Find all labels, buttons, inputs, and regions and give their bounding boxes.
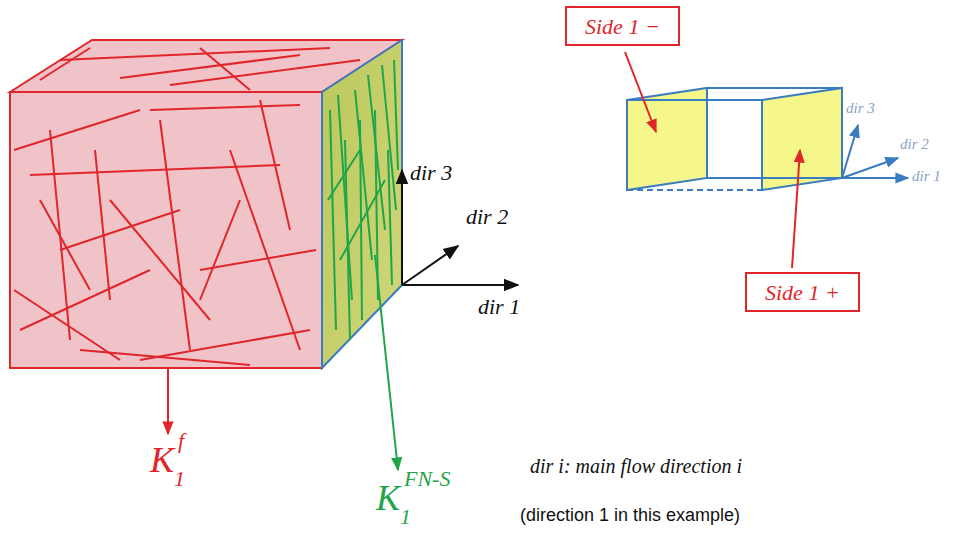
- subscript: 1: [174, 466, 185, 491]
- axes: [402, 170, 518, 285]
- fiber-cube: [10, 40, 402, 368]
- leader-line: [167, 368, 169, 434]
- axis-label: dir 1: [478, 294, 520, 319]
- side-label-box: Side 1 −: [565, 6, 680, 46]
- small-axes: [842, 125, 908, 178]
- small-cube: [627, 88, 842, 190]
- box-text: Side 1 −: [585, 14, 660, 39]
- leader-line: [375, 255, 398, 470]
- symbol: K: [376, 478, 400, 519]
- note: (direction 1 in this example): [520, 505, 740, 526]
- axis-label: dir 3: [410, 160, 452, 185]
- subscript: 1: [400, 504, 411, 529]
- superscript: FN-S: [404, 466, 450, 491]
- box-text: Side 1 +: [765, 280, 840, 305]
- axis-label: dir 1: [912, 168, 941, 185]
- leader-line: [625, 52, 656, 132]
- leader-line: [792, 150, 800, 268]
- axis-label: dir 2: [466, 204, 508, 229]
- superscript: f: [178, 428, 184, 453]
- axis-label: dir 2: [900, 136, 929, 153]
- axis-label: dir 3: [846, 100, 875, 117]
- symbol: K: [150, 440, 174, 481]
- note: dir i: main flow direction i: [530, 455, 742, 478]
- side-label-box: Side 1 +: [745, 272, 860, 312]
